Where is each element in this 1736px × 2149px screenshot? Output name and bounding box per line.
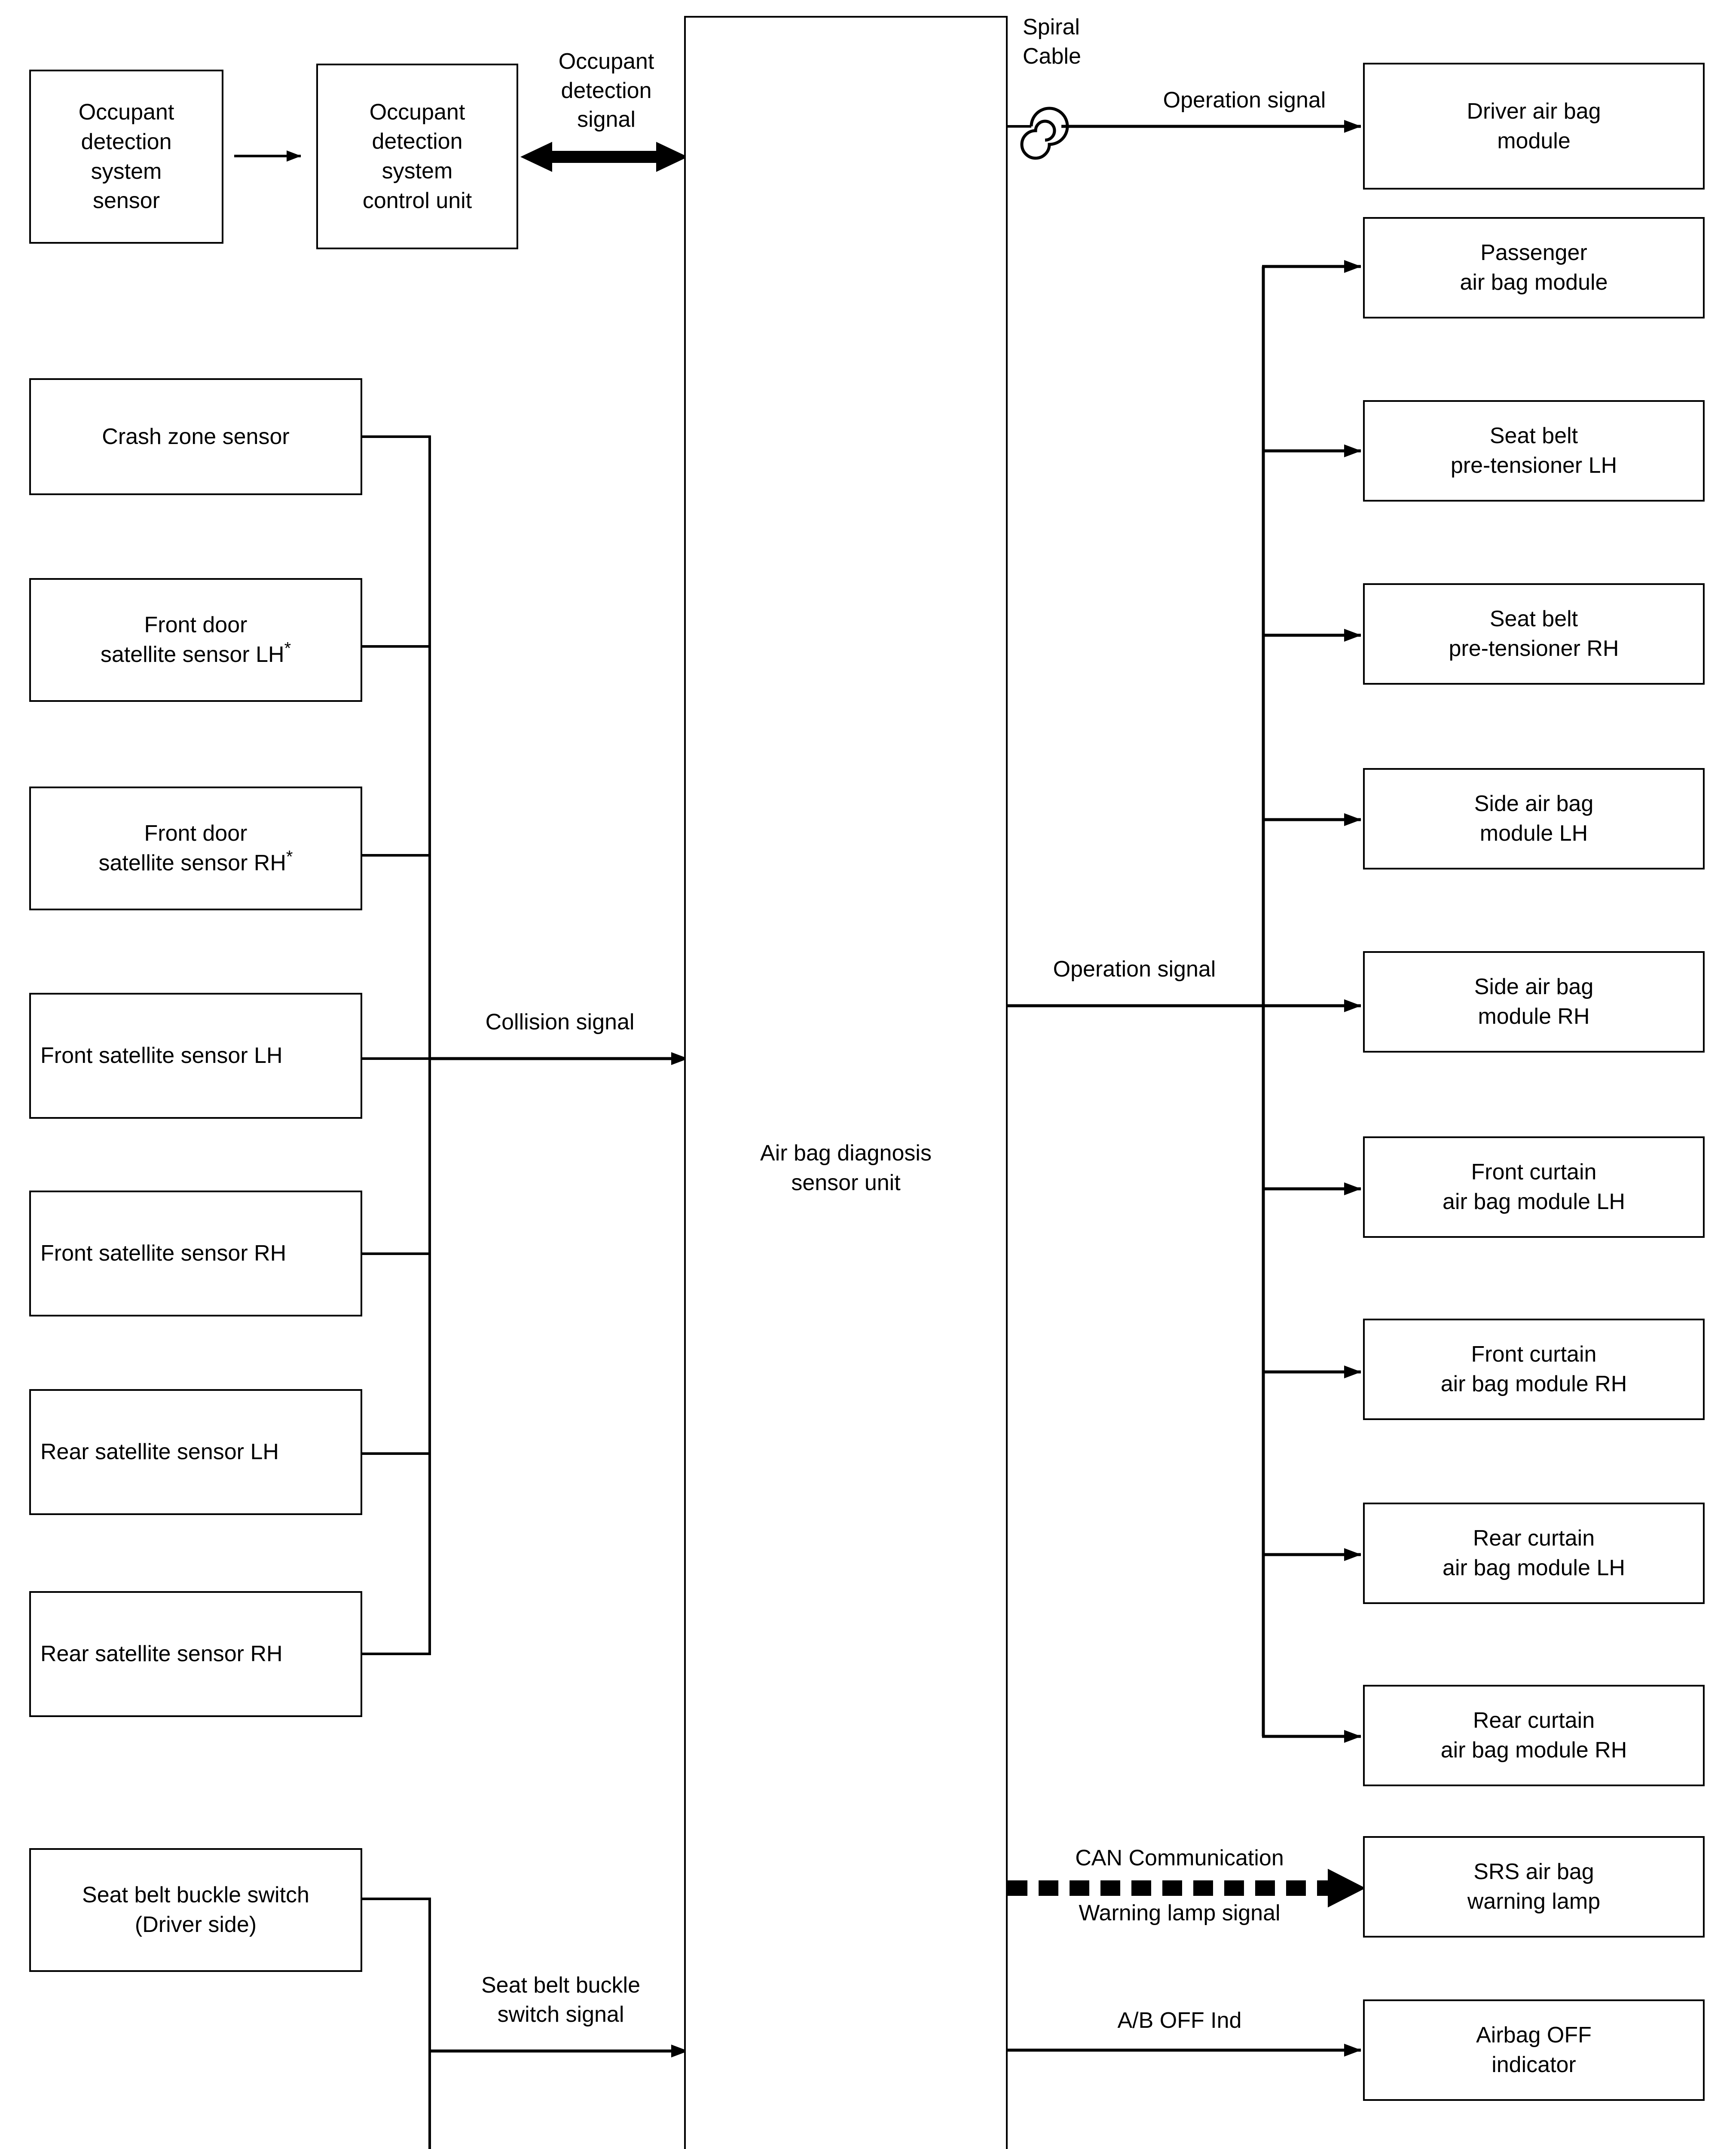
node-front-door-satellite-sensor-rh[interactable]: Front door satellite sensor RH* — [29, 787, 362, 910]
node-label: Driver air bag module — [1467, 98, 1601, 153]
node-seat-belt-buckle-switch-driver[interactable]: Seat belt buckle switch (Driver side) — [29, 1848, 362, 1972]
node-air-bag-diagnosis-sensor-unit[interactable]: Air bag diagnosis sensor unit — [684, 16, 1008, 2149]
node-passenger-air-bag-module[interactable]: Passenger air bag module — [1363, 217, 1705, 318]
node-label: Front satellite sensor LH — [40, 1043, 283, 1068]
edge-can-communication — [1008, 1869, 1366, 1907]
node-front-curtain-air-bag-module-lh[interactable]: Front curtain air bag module LH — [1363, 1136, 1705, 1238]
node-label: Air bag diagnosis sensor unit — [760, 1141, 932, 1195]
node-label: Rear curtain air bag module LH — [1443, 1526, 1625, 1580]
node-label: Front curtain air bag module LH — [1443, 1160, 1625, 1214]
edge-label-buckle-switch-signal: Seat belt buckle switch signal — [481, 1973, 641, 2027]
node-label: Occupant detection system control unit — [362, 99, 472, 213]
node-label: Crash zone sensor — [102, 424, 290, 449]
edge-occupant-detection-signal-bidirectional — [520, 142, 688, 172]
node-label: Front door satellite sensor RH* — [98, 821, 293, 876]
node-label: Occupant detection system sensor — [78, 100, 174, 214]
node-label: Side air bag module RH — [1474, 974, 1594, 1029]
edge-operation-signal-bus — [1008, 260, 1361, 1743]
node-side-air-bag-module-rh[interactable]: Side air bag module RH — [1363, 951, 1705, 1053]
node-airbag-off-indicator[interactable]: Airbag OFF indicator — [1363, 1999, 1705, 2101]
node-label: Seat belt pre-tensioner LH — [1450, 423, 1617, 478]
node-driver-air-bag-module[interactable]: Driver air bag module — [1363, 63, 1705, 190]
node-label: Front satellite sensor RH — [40, 1241, 287, 1266]
node-srs-air-bag-warning-lamp[interactable]: SRS air bag warning lamp — [1363, 1836, 1705, 1938]
node-label: Side air bag module LH — [1474, 791, 1594, 846]
node-rear-satellite-sensor-rh[interactable]: Rear satellite sensor RH — [29, 1591, 362, 1717]
node-label: SRS air bag warning lamp — [1467, 1859, 1601, 1914]
edge-label-ab-off-ind: A/B OFF Ind — [1117, 2008, 1242, 2033]
node-front-satellite-sensor-lh[interactable]: Front satellite sensor LH — [29, 993, 362, 1119]
node-rear-curtain-air-bag-module-rh[interactable]: Rear curtain air bag module RH — [1363, 1685, 1705, 1786]
node-rear-satellite-sensor-lh[interactable]: Rear satellite sensor LH — [29, 1389, 362, 1515]
footnote-asterisk: * — [286, 847, 293, 866]
label-spiral-cable: Spiral Cable — [1023, 15, 1081, 69]
edge-label-can-communication: CAN Communication — [1075, 1846, 1284, 1870]
edge-collision-signal-bus — [362, 435, 688, 1655]
edge-operation-signal-driver — [1008, 107, 1361, 160]
node-label: Front door satellite sensor LH* — [100, 612, 291, 667]
edge-label-occupant-detection-signal: Occupant detection signal — [558, 49, 654, 132]
edge-label-operation-signal-driver: Operation signal — [1163, 88, 1326, 113]
node-label: Seat belt buckle switch (Driver side) — [82, 1883, 309, 1937]
edge-label-operation-signal-main: Operation signal — [1053, 957, 1216, 982]
node-side-air-bag-module-lh[interactable]: Side air bag module LH — [1363, 768, 1705, 869]
node-label: Front curtain air bag module RH — [1440, 1342, 1627, 1396]
node-label: Rear curtain air bag module RH — [1440, 1708, 1627, 1763]
node-label: Rear satellite sensor LH — [40, 1439, 279, 1465]
node-seat-belt-pre-tensioner-rh[interactable]: Seat belt pre-tensioner RH — [1363, 583, 1705, 685]
node-occupant-detection-system-control-unit[interactable]: Occupant detection system control unit — [316, 64, 518, 249]
node-label: Rear satellite sensor RH — [40, 1641, 283, 1667]
node-front-satellite-sensor-rh[interactable]: Front satellite sensor RH — [29, 1191, 362, 1316]
node-front-curtain-air-bag-module-rh[interactable]: Front curtain air bag module RH — [1363, 1319, 1705, 1420]
node-rear-curtain-air-bag-module-lh[interactable]: Rear curtain air bag module LH — [1363, 1503, 1705, 1604]
footnote-asterisk: * — [284, 639, 291, 658]
node-front-door-satellite-sensor-lh[interactable]: Front door satellite sensor LH* — [29, 578, 362, 702]
edge-label-collision-signal-in: Collision signal — [485, 1010, 635, 1035]
edge-label-warning-lamp-signal: Warning lamp signal — [1079, 1901, 1281, 1926]
node-occupant-detection-system-sensor[interactable]: Occupant detection system sensor — [29, 70, 223, 244]
node-label: Airbag OFF indicator — [1476, 2023, 1592, 2077]
node-seat-belt-pre-tensioner-lh[interactable]: Seat belt pre-tensioner LH — [1363, 400, 1705, 502]
node-crash-zone-sensor[interactable]: Crash zone sensor — [29, 378, 362, 495]
edge-buckle-switch-signal-bus — [362, 1898, 688, 2149]
node-label: Passenger air bag module — [1460, 240, 1608, 295]
node-label: Seat belt pre-tensioner RH — [1449, 606, 1619, 661]
